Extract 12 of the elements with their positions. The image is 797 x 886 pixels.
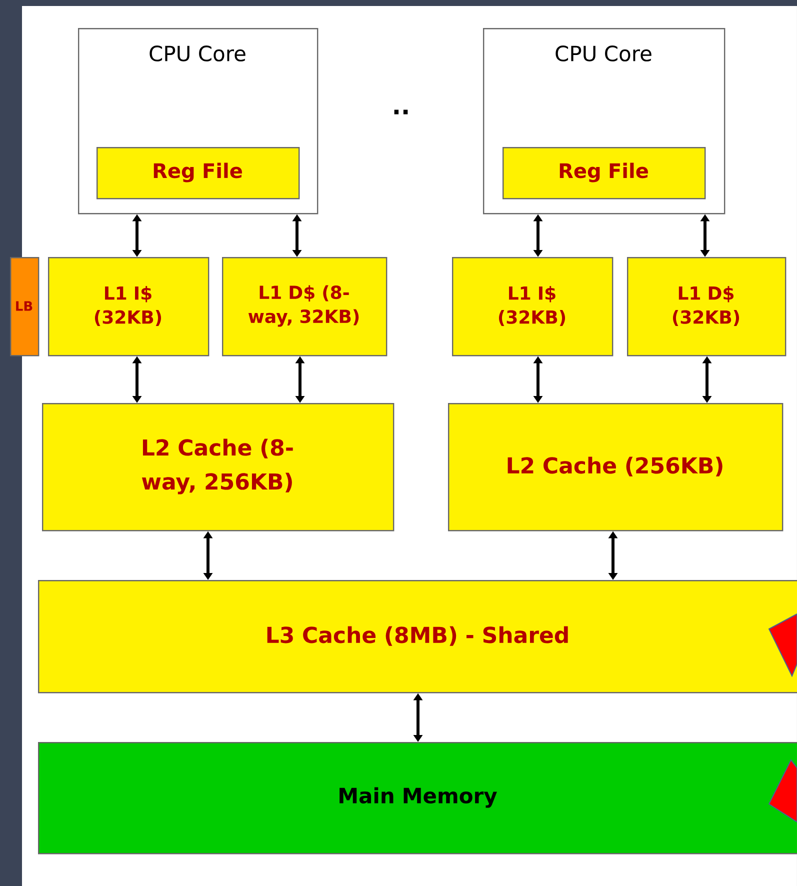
ellipsis: .. xyxy=(394,110,408,114)
l3-cache-box: L3 Cache (8MB) - Shared xyxy=(38,580,797,694)
l2-cache-box: L2 Cache (256KB) xyxy=(448,403,784,532)
register-file-box: Reg File xyxy=(96,147,300,200)
l1-cache-box: L1 D$ (8-way, 32KB) xyxy=(222,257,388,356)
l1-cache-box: L1 I$ (32KB) xyxy=(452,257,614,356)
l1-cache-box: L1 I$ (32KB) xyxy=(48,257,210,356)
tlb-box: LB xyxy=(10,257,40,356)
register-file-box: Reg File xyxy=(502,147,706,200)
l1-cache-box: L1 D$ (32KB) xyxy=(627,257,786,356)
l2-cache-box: L2 Cache (8-way, 256KB) xyxy=(42,403,394,532)
main-memory-box: Main Memory xyxy=(38,742,797,854)
